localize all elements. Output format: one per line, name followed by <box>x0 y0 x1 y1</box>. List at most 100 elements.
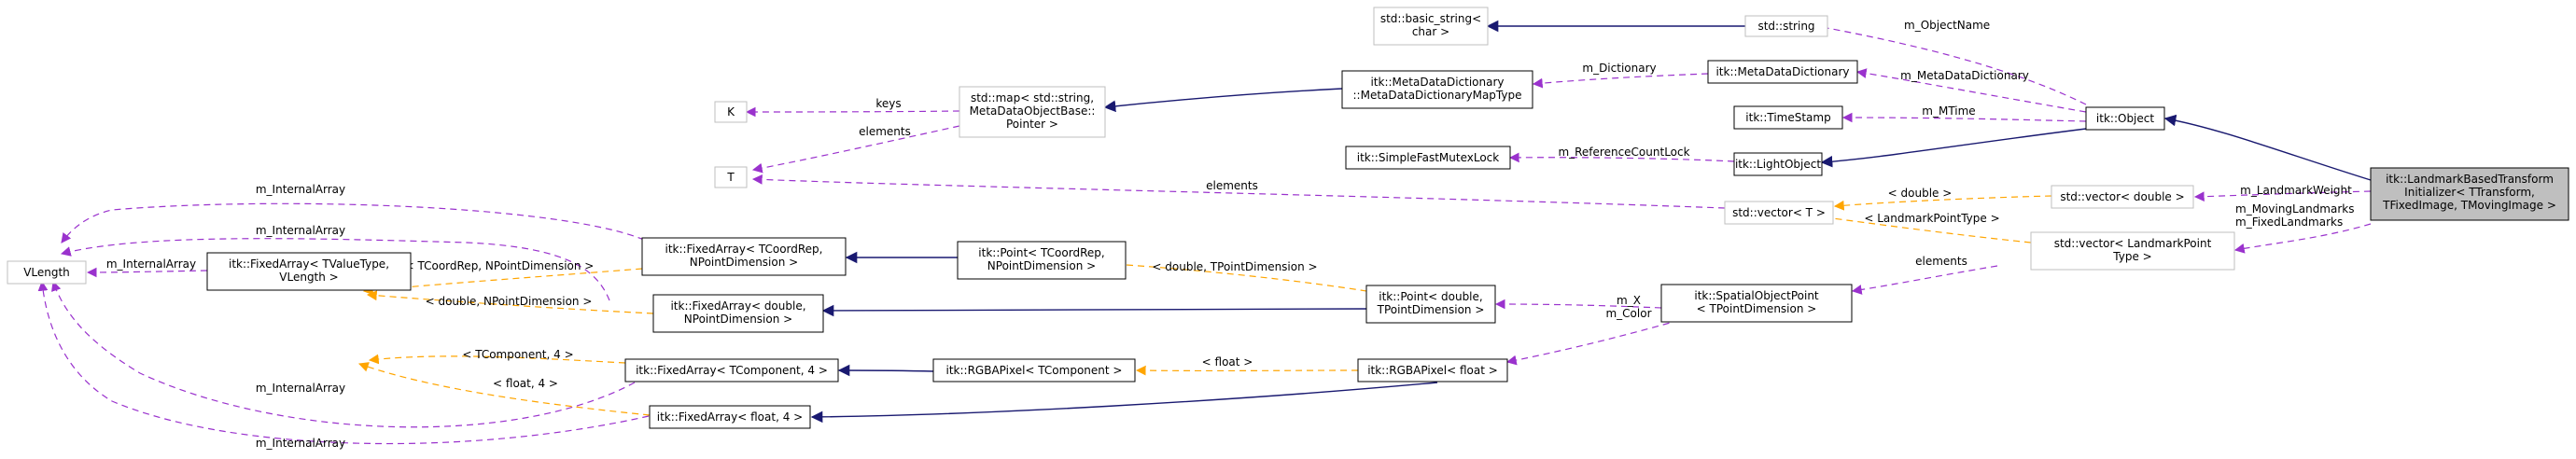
text-line: m_MTime <box>1922 104 1975 118</box>
node-point-double[interactable]: itk::Point< double,TPointDimension > <box>1365 285 1496 324</box>
node-timestamp[interactable]: itk::TimeStamp <box>1733 105 1843 130</box>
text-line: NPointDimension > <box>684 313 792 326</box>
label-m_MTime: m_MTime <box>1922 104 1975 118</box>
node-vector-T[interactable]: std::vector< T > <box>1724 201 1834 225</box>
edge-template-float4 <box>357 362 651 416</box>
edge-inherit-root-object <box>2163 114 2372 181</box>
text-line: m_X <box>1617 294 1641 307</box>
label-float4-tmpl: < float, 4 > <box>493 377 558 390</box>
label-elements-vecT: elements <box>1206 179 1258 192</box>
svg-text:std::string: std::string <box>1757 20 1814 33</box>
text-line: m_InternalArray <box>256 183 345 196</box>
text-line: Pointer > <box>1006 118 1058 131</box>
text-line: elements <box>1206 179 1258 192</box>
node-std-map[interactable]: std::map< std::string,MetaDataObjectBase… <box>959 86 1106 138</box>
svg-text:itk::FixedArray< TCoordRep,NPo: itk::FixedArray< TCoordRep,NPointDimensi… <box>665 243 822 269</box>
text-line: itk::SimpleFastMutexLock <box>1357 151 1500 164</box>
edge-member-m_InternalArray-float4 <box>37 280 650 445</box>
edge-member-m_ObjectName <box>1805 21 2087 105</box>
edge-member-m_InternalArray-tvalue <box>86 267 208 278</box>
node-T[interactable]: T <box>714 166 748 188</box>
svg-text:itk::FixedArray< double,NPoint: itk::FixedArray< double,NPointDimension … <box>670 299 805 326</box>
node-vlength[interactable]: VLength <box>7 260 87 285</box>
text-line: TFixedImage, TMovingImage > <box>2382 199 2556 212</box>
text-line: char > <box>1412 25 1449 38</box>
text-line: elements <box>1915 255 1967 268</box>
node-K[interactable]: K <box>714 101 748 123</box>
text-line: TPointDimension > <box>1377 303 1485 316</box>
svg-text:itk::RGBAPixel< float >: itk::RGBAPixel< float > <box>1367 364 1498 377</box>
text-line: VLength <box>23 266 70 279</box>
svg-text:itk::FixedArray< float, 4 >: itk::FixedArray< float, 4 > <box>657 410 803 424</box>
edge-member-elements-vecT <box>751 174 1726 209</box>
text-line: std::map< std::string, <box>971 91 1094 104</box>
text-line: std::vector< T > <box>1732 206 1826 219</box>
text-line: m_Color <box>1605 307 1651 320</box>
text-line: itk::FixedArray< double, <box>670 299 805 313</box>
edge-inherit-pointdouble-fixedarraydouble <box>821 304 1367 317</box>
text-line: itk::LandmarkBasedTransform <box>2386 173 2554 186</box>
text-line: itk::SpatialObjectPoint <box>1694 289 1819 302</box>
label-m_ReferenceCountLock: m_ReferenceCountLock <box>1558 146 1689 159</box>
label-m_ObjectName: m_ObjectName <box>1904 19 1990 32</box>
text-line: < TPointDimension > <box>1697 302 1817 315</box>
node-metadata-map-type[interactable]: itk::MetaDataDictionary::MetaDataDiction… <box>1341 70 1533 109</box>
svg-text:itk::Object: itk::Object <box>2096 112 2154 125</box>
node-mutex-lock[interactable]: itk::SimpleFastMutexLock <box>1345 146 1511 170</box>
node-vector-double[interactable]: std::vector< double > <box>2051 185 2194 209</box>
label-double-tpointdim-tmpl: < double, TPointDimension > <box>1152 260 1317 273</box>
label-m_LandmarkWeight: m_LandmarkWeight <box>2240 184 2352 197</box>
text-line: m_InternalArray <box>106 257 196 271</box>
text-line: < double, NPointDimension > <box>426 295 593 308</box>
node-rgbapixel-tcomponent[interactable]: itk::RGBAPixel< TComponent > <box>932 358 1136 382</box>
edge-inherit-object-lightobject <box>1820 128 2087 168</box>
text-line: itk::Point< TCoordRep, <box>978 246 1104 259</box>
node-fixedarray-tvaluetype[interactable]: itk::FixedArray< TValueType,VLength > <box>206 252 412 291</box>
text-line: Type > <box>2112 250 2151 263</box>
text-line: itk::Point< double, <box>1379 290 1482 303</box>
edge-inherit-rgbatcomp-fixedarraytcomp4 <box>837 364 934 377</box>
text-line: std::basic_string< <box>1380 12 1481 25</box>
node-fixedarray-double[interactable]: itk::FixedArray< double,NPointDimension … <box>652 294 824 333</box>
text-line: m_ObjectName <box>1904 19 1990 32</box>
label-m_InternalArray-2: m_InternalArray <box>256 224 345 237</box>
node-point-tcoordrep[interactable]: itk::Point< TCoordRep,NPointDimension > <box>957 241 1127 280</box>
text-line: NPointDimension > <box>690 256 798 269</box>
node-metadata-dictionary[interactable]: itk::MetaDataDictionary <box>1707 60 1858 84</box>
text-line: itk::FixedArray< float, 4 > <box>657 410 803 424</box>
svg-text:itk::MetaDataDictionary::MetaD: itk::MetaDataDictionary::MetaDataDiction… <box>1353 76 1522 102</box>
edge-member-m_X <box>1494 299 1662 310</box>
text-line: T <box>726 171 735 184</box>
text-line: itk::Object <box>2096 112 2154 125</box>
edge-template-veclandmark-vecT <box>1816 212 2032 243</box>
svg-text:std::vector< T >: std::vector< T > <box>1732 206 1826 219</box>
svg-text:itk::LightObject: itk::LightObject <box>1735 158 1821 171</box>
text-line: < float, 4 > <box>493 377 558 390</box>
text-line: m_InternalArray <box>256 437 345 450</box>
edge-member-m_InternalArray-tcoord <box>61 202 645 243</box>
edge-member-m_InternalArray-tcomp4 <box>51 280 636 428</box>
node-rgbapixel-float[interactable]: itk::RGBAPixel< float > <box>1357 358 1508 382</box>
node-fixedarray-tcoordrep[interactable]: itk::FixedArray< TCoordRep,NPointDimensi… <box>641 237 847 276</box>
node-spatial-object-point[interactable]: itk::SpatialObjectPoint< TPointDimension… <box>1660 284 1853 323</box>
edge-inherit-rgbafloat-fixedarrayfloat4 <box>810 382 1438 424</box>
label-elements-map: elements <box>859 125 911 138</box>
label-m_InternalArray-4: m_InternalArray <box>256 382 345 395</box>
svg-text:itk::RGBAPixel< TComponent >: itk::RGBAPixel< TComponent > <box>946 364 1123 377</box>
text-line: m_InternalArray <box>256 224 345 237</box>
text-line: keys <box>875 97 901 110</box>
node-fixedarray-tcomponent4[interactable]: itk::FixedArray< TComponent, 4 > <box>624 358 839 382</box>
text-line: < double, TPointDimension > <box>1152 260 1317 273</box>
node-std-string[interactable]: std::string <box>1744 15 1828 37</box>
edge-member-m_MTime <box>1841 112 2087 123</box>
node-basic-string[interactable]: std::basic_string<char > <box>1373 7 1489 46</box>
text-line: m_FixedLandmarks <box>2235 216 2343 229</box>
node-light-object[interactable]: itk::LightObject <box>1733 152 1823 176</box>
node-fixedarray-float4[interactable]: itk::FixedArray< float, 4 > <box>649 405 811 429</box>
edge-member-m_ReferenceCountLock <box>1508 152 1735 163</box>
node-object[interactable]: itk::Object <box>2085 106 2165 131</box>
svg-text:itk::Point< TCoordRep,NPointDi: itk::Point< TCoordRep,NPointDimension > <box>978 246 1104 272</box>
